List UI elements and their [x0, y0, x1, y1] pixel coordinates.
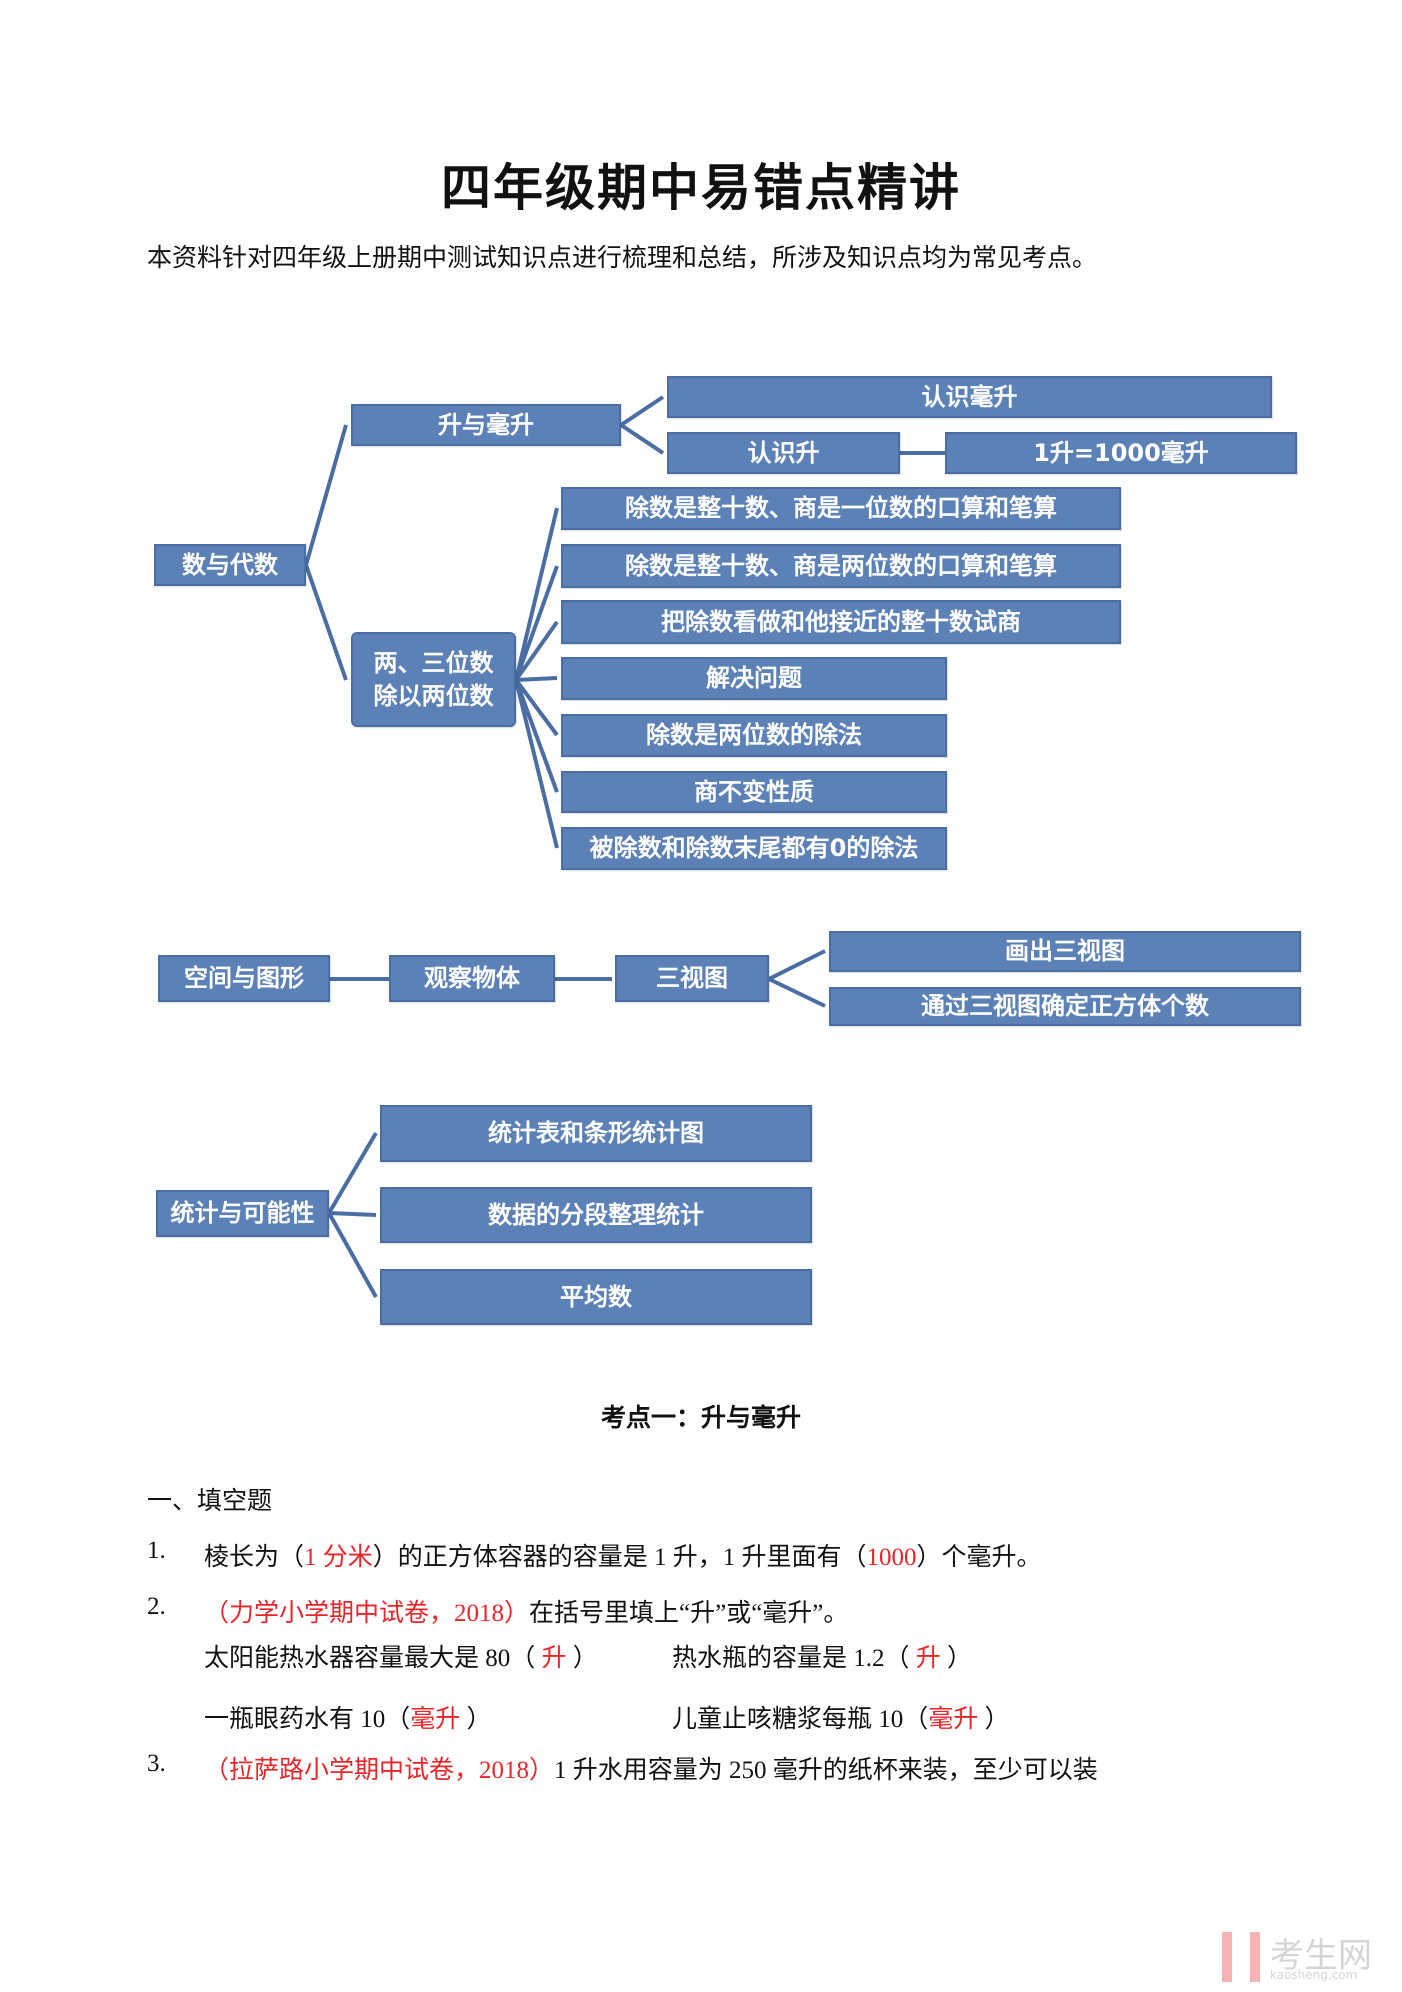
node-three-views: 三视图 — [615, 955, 769, 1002]
connector-stats — [327, 1131, 378, 1298]
node-liter-ml: 升与毫升 — [351, 404, 621, 446]
node-division-item: 把除数看做和他接近的整十数试商 — [561, 600, 1121, 644]
subtitle: 本资料针对四年级上册期中测试知识点进行梳理和总结，所涉及知识点均为常见考点。 — [147, 245, 1098, 272]
node-l-eq-ml: 1升=1000毫升 — [945, 432, 1297, 474]
node-division: 两、三位数 除以两位数 — [351, 632, 516, 727]
logo-url: kaosheng.com — [1270, 1968, 1358, 1982]
q2-row1: 太阳能热水器容量最大是 80（ 升 ） — [204, 1645, 598, 1672]
q2-number: 2. — [147, 1593, 166, 1620]
connector-liter — [617, 395, 665, 455]
node-know-l: 认识升 — [667, 432, 900, 474]
kaosheng-logo: 考生网 kaosheng.com — [1222, 1928, 1392, 1988]
node-division-item: 除数是整十数、商是一位数的口算和笔算 — [561, 487, 1121, 530]
logo-text: 考生网 — [1270, 1936, 1372, 1976]
node-stats-item: 统计表和条形统计图 — [380, 1105, 812, 1162]
node-algebra: 数与代数 — [154, 544, 306, 586]
node-stats-item: 数据的分段整理统计 — [380, 1187, 812, 1243]
node-division-item: 除数是整十数、商是两位数的口算和笔算 — [561, 544, 1121, 588]
connector-algebra — [304, 424, 348, 681]
node-views-item: 画出三视图 — [829, 931, 1301, 972]
node-stats-item: 平均数 — [380, 1269, 812, 1325]
q2-row4: 儿童止咳糖浆每瓶 10（毫升 ） — [672, 1706, 1010, 1733]
node-views-item: 通过三视图确定正方体个数 — [829, 987, 1301, 1026]
mindmap-connectors — [304, 395, 945, 1298]
q2-text: （力学小学期中试卷，2018）在括号里填上“升”或“毫升”。 — [204, 1600, 849, 1627]
q3-text: （拉萨路小学期中试卷，2018）1 升水用容量为 250 毫升的纸杯来装，至少可… — [204, 1757, 1098, 1784]
q2-row2: 热水瓶的容量是 1.2（ 升 ） — [672, 1645, 973, 1672]
node-division-item: 除数是两位数的除法 — [561, 714, 947, 757]
page-title: 四年级期中易错点精讲 — [441, 159, 961, 217]
q1-text: 棱长为（1 分米）的正方体容器的容量是 1 升，1 升里面有（1000）个毫升。 — [204, 1544, 1042, 1571]
node-observe: 观察物体 — [389, 955, 555, 1002]
section-heading: 考点一：升与毫升 — [600, 1403, 801, 1432]
part-heading: 一、填空题 — [147, 1488, 273, 1515]
node-division-item: 商不变性质 — [561, 771, 947, 813]
node-stats: 统计与可能性 — [156, 1190, 329, 1237]
node-know-ml: 认识毫升 — [667, 376, 1272, 418]
q1-number: 1. — [147, 1537, 166, 1564]
connector-division — [514, 507, 559, 849]
q2-row3: 一瓶眼药水有 10（毫升 ） — [204, 1706, 492, 1733]
node-division-item: 被除数和除数末尾都有0的除法 — [561, 827, 947, 870]
node-division-item: 解决问题 — [561, 657, 947, 700]
node-geometry: 空间与图形 — [158, 955, 330, 1002]
logo-mark-icon — [1222, 1932, 1260, 1982]
connector-views — [764, 949, 826, 1008]
q3-number: 3. — [147, 1750, 166, 1777]
